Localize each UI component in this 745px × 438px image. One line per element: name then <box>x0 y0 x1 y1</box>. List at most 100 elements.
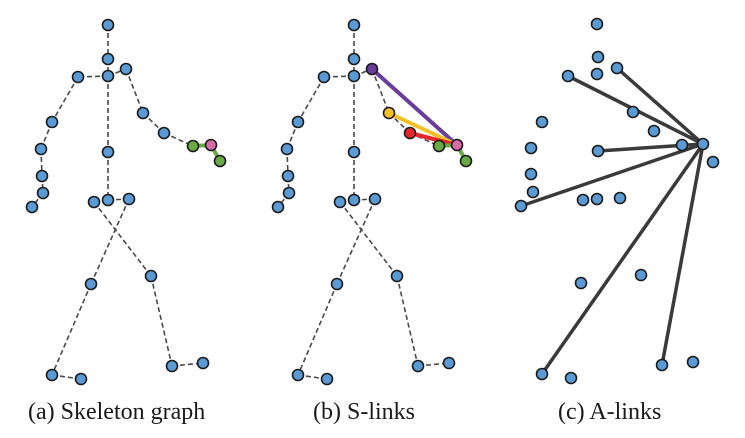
joint-head <box>101 18 115 32</box>
joint-point <box>626 105 640 119</box>
joint-right-foot <box>320 372 334 386</box>
joint-point <box>576 193 590 207</box>
caption-s-links: (b) S-links <box>313 399 415 425</box>
joint-point <box>591 50 605 64</box>
joint-left-ankle <box>411 359 425 373</box>
joint-right-shoulder <box>365 62 379 76</box>
bones-layer <box>31 25 204 380</box>
caption-skeleton-graph: (a) Skeleton graph <box>28 399 205 425</box>
joint-right-hip <box>368 192 382 206</box>
joint-point <box>675 138 689 152</box>
bone-left-shoulder-left-elbow <box>51 76 79 123</box>
joint-left-thumb <box>25 200 39 214</box>
joint-right-hand-tip <box>450 138 464 152</box>
joint-point <box>613 191 627 205</box>
joint-point <box>535 115 549 129</box>
joint-point <box>574 276 588 290</box>
joint-right-hand <box>186 139 200 153</box>
joint-left-hip <box>87 195 101 209</box>
joint-right-shoulder <box>119 62 133 76</box>
a-link <box>519 142 705 208</box>
joint-point <box>590 17 604 31</box>
joint-point <box>634 268 648 282</box>
joint-hub <box>696 137 710 151</box>
joint-point <box>564 371 578 385</box>
bone-right-hip-right-knee <box>336 198 376 285</box>
joint-right-hand <box>432 139 446 153</box>
joint-point <box>706 155 720 169</box>
joint-right-wrist <box>157 126 171 140</box>
panel-s-links: (b) S-links <box>271 18 473 425</box>
joint-point <box>514 199 528 213</box>
bone-right-knee-right-ankle <box>297 283 338 376</box>
caption-a-links: (c) A-links <box>558 399 661 425</box>
bone-left-hip-left-knee <box>93 201 152 277</box>
bone-left-shoulder-left-elbow <box>297 76 325 123</box>
joint-spine-base <box>101 193 115 207</box>
bone-left-knee-left-ankle <box>396 275 419 367</box>
joints-layer <box>25 18 227 386</box>
joint-spine-shoulder <box>347 69 361 83</box>
bone-left-hip-left-knee <box>339 201 398 277</box>
joint-point <box>535 367 549 381</box>
panel-skeleton-graph: (a) Skeleton graph <box>25 18 227 425</box>
joint-left-elbow <box>45 115 59 129</box>
joint-point <box>591 144 605 158</box>
joint-left-shoulder <box>317 70 331 84</box>
joint-point <box>686 355 700 369</box>
bone-right-hip-right-knee <box>90 198 130 285</box>
joint-left-wrist <box>280 142 294 156</box>
joint-left-knee <box>390 269 404 283</box>
joint-right-knee <box>84 277 98 291</box>
panel-a-links: (c) A-links <box>514 17 720 425</box>
joint-spine-mid <box>101 145 115 159</box>
joint-left-shoulder <box>71 70 85 84</box>
joint-right-thumb <box>213 154 227 168</box>
joint-head <box>347 18 361 32</box>
bones-layer <box>277 25 450 380</box>
s-link-purple <box>370 67 459 147</box>
joint-spine-shoulder <box>101 69 115 83</box>
joint-right-elbow <box>382 106 396 120</box>
joint-right-hip <box>122 192 136 206</box>
joint-right-knee <box>330 277 344 291</box>
s-link-yellow <box>387 111 459 147</box>
joint-left-ankle <box>165 359 179 373</box>
s-link-red <box>408 131 459 147</box>
joint-right-hand-tip <box>204 138 218 152</box>
joints-layer <box>271 18 473 386</box>
joint-right-foot <box>74 372 88 386</box>
joint-left-foot <box>442 356 456 370</box>
joint-point <box>561 69 575 83</box>
joint-left-elbow <box>291 115 305 129</box>
joint-right-elbow <box>136 106 150 120</box>
bone-right-knee-right-ankle <box>51 283 92 376</box>
joint-left-thumb <box>271 200 285 214</box>
joint-point <box>524 141 538 155</box>
joint-left-foot <box>196 356 210 370</box>
a-link <box>615 66 705 146</box>
joint-left-hand-tip <box>36 186 50 200</box>
joint-neck <box>347 52 361 66</box>
joint-left-hand-tip <box>282 186 296 200</box>
joint-point <box>610 61 624 75</box>
joint-spine-mid <box>347 145 361 159</box>
bone-left-knee-left-ankle <box>150 275 173 367</box>
joint-left-hand <box>35 169 49 183</box>
joint-spine-base <box>347 193 361 207</box>
joint-point <box>647 124 661 138</box>
links-layer <box>519 66 705 376</box>
joint-left-knee <box>144 269 158 283</box>
joint-point <box>524 167 538 181</box>
joint-neck <box>101 52 115 66</box>
joint-right-wrist <box>403 126 417 140</box>
joint-point <box>590 192 604 206</box>
joint-point <box>655 358 669 372</box>
joint-left-hand <box>281 169 295 183</box>
joint-point <box>590 67 604 81</box>
joint-right-ankle <box>291 368 305 382</box>
joints-layer <box>514 17 720 385</box>
joint-left-wrist <box>34 142 48 156</box>
bone-right-shoulder-right-elbow <box>125 68 144 114</box>
